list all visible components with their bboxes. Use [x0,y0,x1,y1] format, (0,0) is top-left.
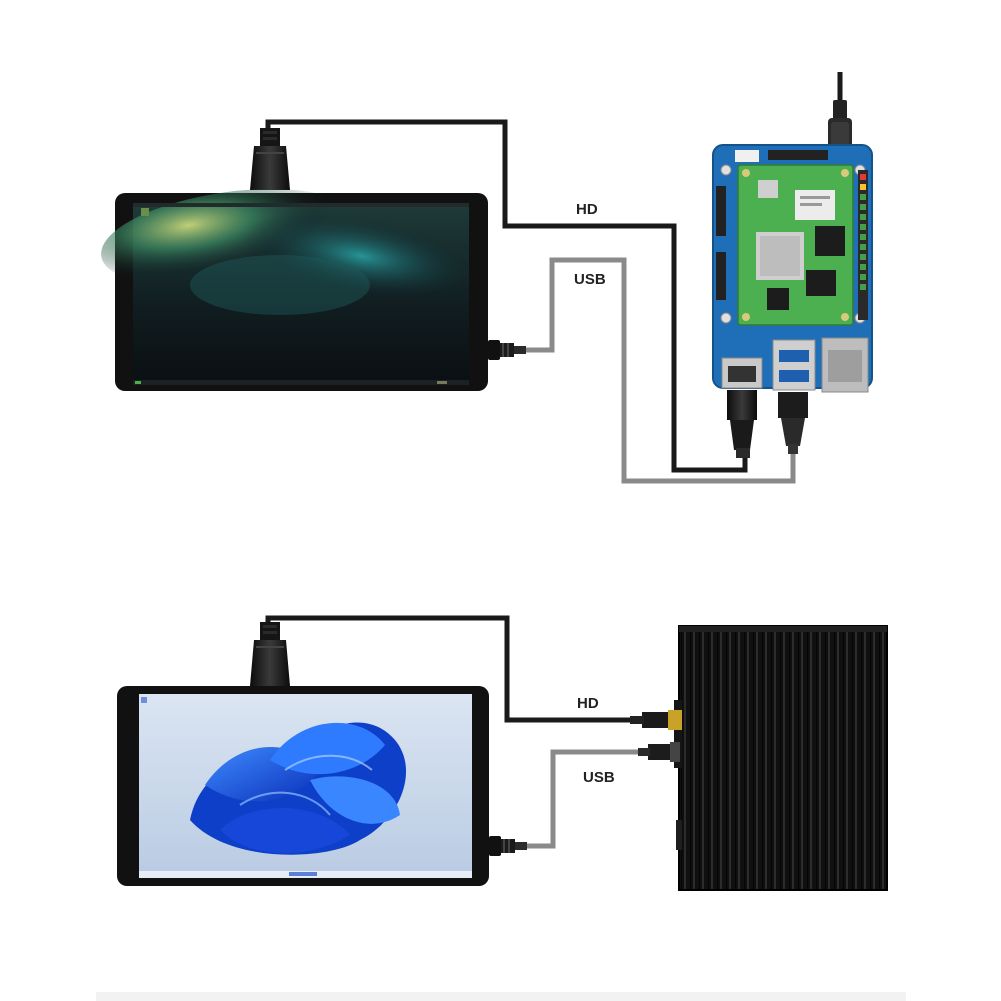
hdmi-label-top: HD [576,201,598,218]
usb-plug-monitor-top [488,340,526,360]
usb-cable-bottom [525,752,640,846]
monitor-top [95,174,488,391]
usb-plug-monitor-bottom [489,836,527,856]
footer-strip [96,992,906,1001]
hdmi-plug-monitor-bottom [250,622,290,686]
hdmi-label-bottom: HD [577,695,599,712]
monitor-bottom [117,686,489,886]
usb-label-top: USB [574,271,606,288]
desktop-icon [141,208,149,216]
desktop-icon [141,697,147,703]
hdmi-plug-monitor-top [250,128,290,190]
setup-bottom: HD USB [117,618,887,890]
usb-label-bottom: USB [583,769,615,786]
black-fanless-mini-pc [630,626,887,890]
cm4-io-board [713,72,872,458]
setup-top: HD USB [95,72,872,481]
